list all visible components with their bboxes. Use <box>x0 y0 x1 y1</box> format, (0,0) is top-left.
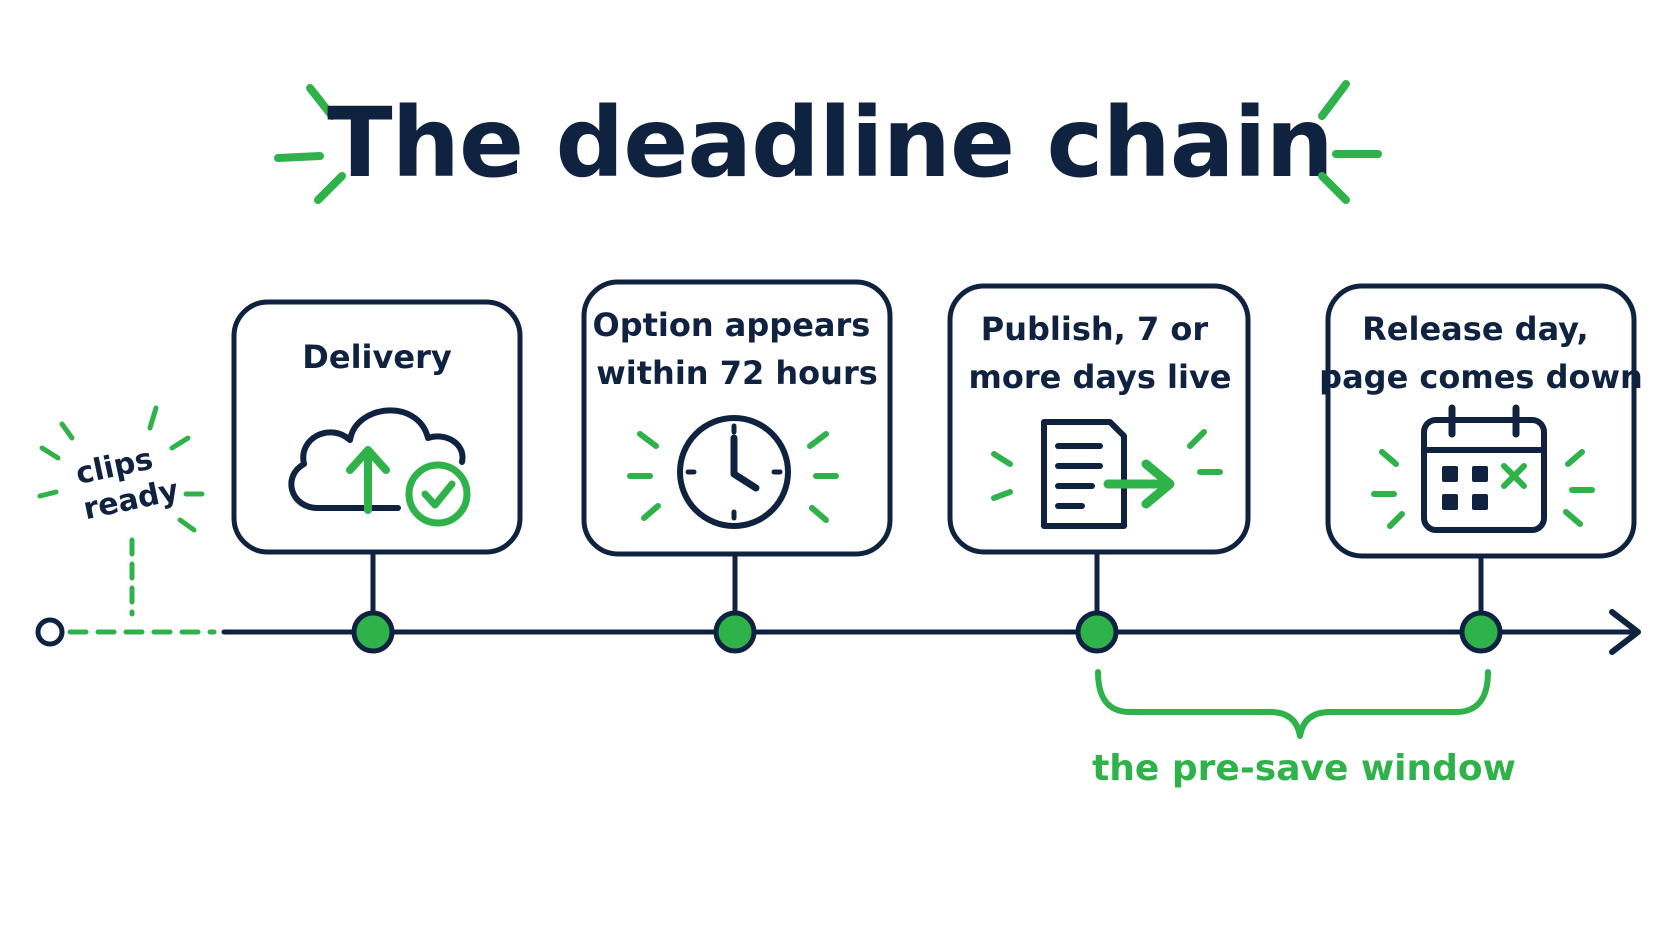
milestone-label-line: within 72 hours <box>596 354 878 392</box>
milestone-label-line: Option appears <box>593 306 871 344</box>
document-arrow-icon <box>1041 419 1175 529</box>
window-brace <box>1095 669 1491 739</box>
document-sparkle-icon <box>991 429 1223 501</box>
start-annotation: clips ready <box>37 405 205 617</box>
milestone-publish: Publish, 7 or more days live <box>947 283 1251 654</box>
calendar-x-icon <box>1421 404 1547 533</box>
start-label: clips ready <box>73 438 183 528</box>
milestone-node <box>713 610 757 654</box>
timeline-start-marker <box>35 617 65 647</box>
page-title: The deadline chain <box>327 87 1333 199</box>
milestone-box <box>231 299 523 555</box>
milestone-label: Release day, page comes down <box>1319 310 1643 396</box>
milestone-option-appears: Option appears within 72 hours <box>581 279 893 654</box>
calendar-sparkle-icon <box>1371 449 1595 529</box>
milestone-release-day: Release day, page comes down <box>1319 283 1643 654</box>
milestone-label: Delivery <box>302 338 452 376</box>
milestone-label-line: Publish, 7 or <box>981 310 1209 348</box>
clock-sparkle-icon <box>627 431 839 523</box>
milestone-node <box>1459 610 1503 654</box>
title-sparkle-left-icon <box>274 84 346 204</box>
title-sparkle-right-icon <box>1318 80 1382 204</box>
start-sparkle-icon <box>37 405 205 533</box>
milestone-delivery: Delivery <box>231 299 523 654</box>
milestone-label-line: Release day, <box>1362 310 1589 348</box>
milestone-label-line: more days live <box>968 358 1231 396</box>
milestone-node <box>1075 610 1119 654</box>
milestone-label-line: page comes down <box>1319 358 1643 396</box>
timeline-arrowhead-icon <box>1609 609 1641 655</box>
timeline <box>35 609 1641 655</box>
milestone-node <box>351 610 395 654</box>
window-label: the pre-save window <box>1092 748 1516 789</box>
title-group: The deadline chain <box>274 80 1382 204</box>
clock-icon <box>677 415 791 529</box>
milestone-label: Option appears within 72 hours <box>593 306 882 392</box>
pre-save-window: the pre-save window <box>1092 669 1516 789</box>
milestone-label-line: Delivery <box>302 338 452 376</box>
milestone-label: Publish, 7 or more days live <box>968 310 1231 396</box>
cloud-upload-check-icon <box>288 407 471 527</box>
